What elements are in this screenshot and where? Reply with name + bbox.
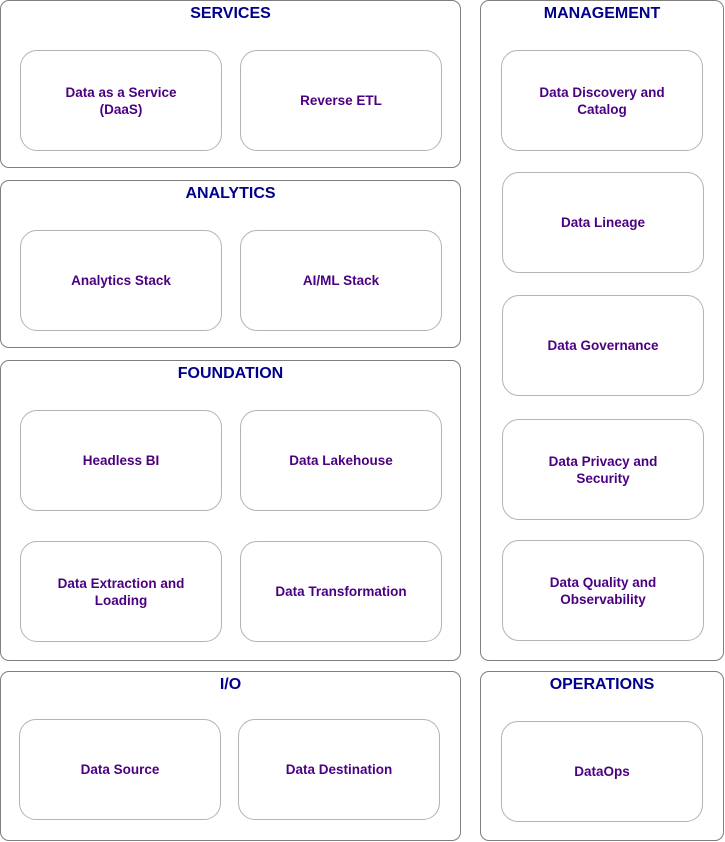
card-data-privacy-security[interactable]: Data Privacy and Security	[502, 419, 704, 520]
management-group: MANAGEMENT Data Discovery and Catalog Da…	[480, 0, 724, 661]
card-label: Data Destination	[285, 762, 393, 777]
card-label: Data Privacy and Security	[548, 453, 658, 486]
card-data-discovery-catalog[interactable]: Data Discovery and Catalog	[501, 50, 703, 151]
card-reverse-etl[interactable]: Reverse ETL	[240, 50, 442, 151]
card-label: Data Lineage	[560, 215, 646, 230]
card-label: Data Source	[80, 762, 160, 777]
analytics-title: ANALYTICS	[185, 185, 276, 202]
card-label: DataOps	[574, 764, 630, 779]
card-label: Analytics Stack	[71, 273, 171, 288]
operations-group: OPERATIONS DataOps	[480, 671, 724, 841]
card-data-governance[interactable]: Data Governance	[502, 295, 704, 396]
card-data-lineage[interactable]: Data Lineage	[502, 172, 704, 273]
foundation-group: FOUNDATION Headless BI Data Lakehouse Da…	[0, 360, 461, 661]
analytics-group: ANALYTICS Analytics Stack AI/ML Stack	[0, 180, 461, 348]
card-data-destination[interactable]: Data Destination	[238, 719, 440, 820]
services-title: SERVICES	[190, 5, 271, 22]
card-label: Data Discovery and Catalog	[539, 84, 665, 117]
card-label: Data Quality and Observability	[549, 574, 657, 607]
io-group: I/O Data Source Data Destination	[0, 671, 461, 841]
card-analytics-stack[interactable]: Analytics Stack	[20, 230, 222, 331]
card-label: Reverse ETL	[300, 93, 382, 108]
card-label: Headless BI	[82, 453, 160, 468]
card-label: Data Transformation	[275, 584, 407, 599]
card-data-lakehouse[interactable]: Data Lakehouse	[240, 410, 442, 511]
management-title: MANAGEMENT	[543, 5, 661, 22]
foundation-title: FOUNDATION	[177, 365, 284, 382]
card-data-quality-observability[interactable]: Data Quality and Observability	[502, 540, 704, 641]
card-data-transformation[interactable]: Data Transformation	[240, 541, 442, 642]
services-group: SERVICES Data as a Service (DaaS) Revers…	[0, 0, 461, 168]
card-label: Data as a Service (DaaS)	[65, 84, 177, 117]
io-title: I/O	[219, 676, 242, 693]
card-label: Data Extraction and Loading	[57, 575, 185, 608]
card-label: Data Governance	[547, 338, 659, 353]
card-aiml-stack[interactable]: AI/ML Stack	[240, 230, 442, 331]
card-label: AI/ML Stack	[302, 273, 380, 288]
card-headless-bi[interactable]: Headless BI	[20, 410, 222, 511]
card-label: Data Lakehouse	[289, 453, 393, 468]
operations-title: OPERATIONS	[549, 676, 655, 693]
card-data-extraction-loading[interactable]: Data Extraction and Loading	[20, 541, 222, 642]
card-dataops[interactable]: DataOps	[501, 721, 703, 822]
card-daas[interactable]: Data as a Service (DaaS)	[20, 50, 222, 151]
card-data-source[interactable]: Data Source	[19, 719, 221, 820]
